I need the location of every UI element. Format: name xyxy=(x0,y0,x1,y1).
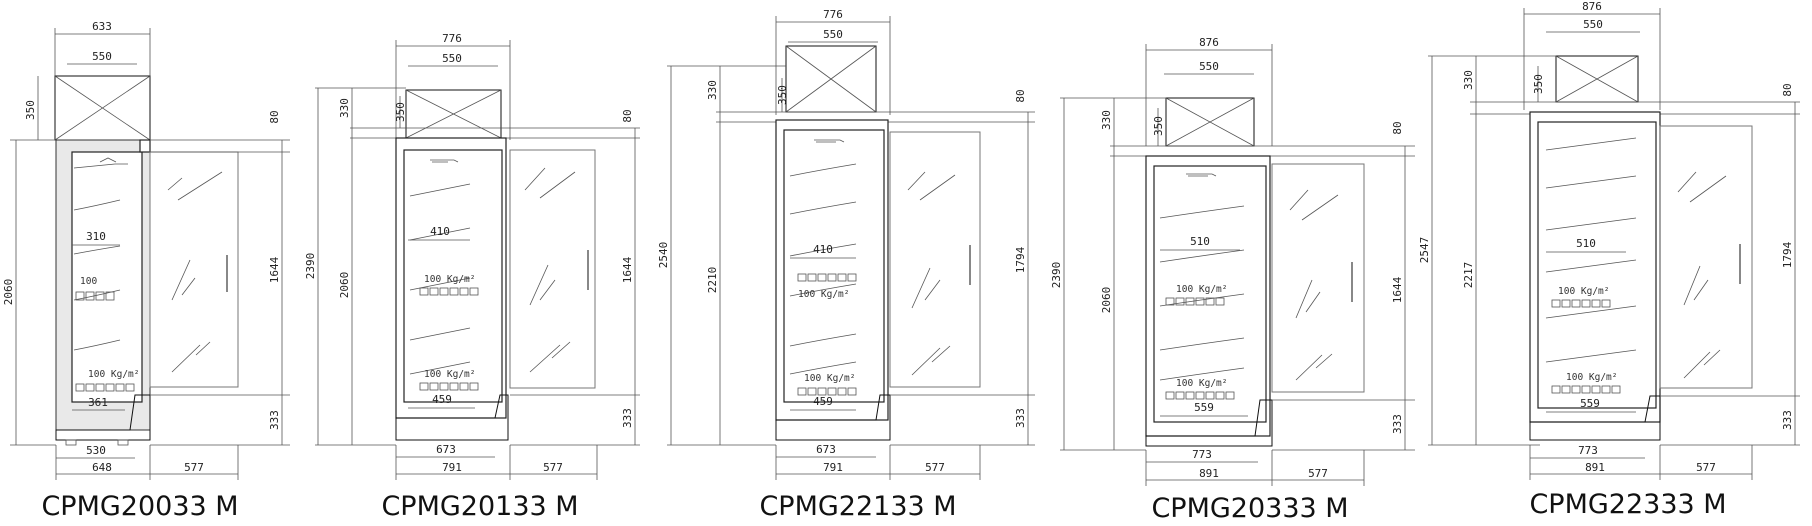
base-inner-dim: 773 xyxy=(1578,444,1598,457)
right-dim-1: 80 xyxy=(268,110,281,123)
shelf-depth-dim: 510 xyxy=(1190,235,1210,248)
left-dim-2: 2540 xyxy=(657,242,670,269)
glass-door xyxy=(509,149,596,389)
bottom-depth-dim: 791 xyxy=(442,461,462,474)
base-inner-dim: 673 xyxy=(436,443,456,456)
right-dim-2: 1644 xyxy=(268,256,281,283)
door-width-dim: 577 xyxy=(1308,467,1328,480)
unit-cpmg20133: 776 550 2390 330 2060 350 100 Kg/m² 100 … xyxy=(304,32,640,522)
top-inner-dim: 550 xyxy=(1199,60,1219,73)
base-inner-dim: 673 xyxy=(816,443,836,456)
door-width-dim: 577 xyxy=(543,461,563,474)
top-outer-dim: 776 xyxy=(442,32,462,45)
left-dim-2: 2390 xyxy=(1050,262,1063,289)
unit-cpmg20333: 876 550 2390 330 2060 350 100 Kg/m² 100 … xyxy=(1050,36,1415,524)
bottom-depth-dim: 791 xyxy=(823,461,843,474)
left-dim-1: 330 xyxy=(338,98,351,118)
left-dim-1: 350 xyxy=(24,100,37,120)
model-name: CPMG20033 M xyxy=(41,491,238,522)
shelf-depth-dim: 410 xyxy=(430,225,450,238)
load-label-1: 100 Kg/m² xyxy=(798,289,849,300)
load-label-1: 100 Kg/m² xyxy=(424,274,475,285)
top-inner-dim: 550 xyxy=(92,50,112,63)
load-label-1: 100 Kg/m² xyxy=(1558,286,1609,297)
base-inner-dim: 530 xyxy=(86,444,106,457)
top-outer-dim: 633 xyxy=(92,20,112,33)
left-dim-3: 350 xyxy=(1152,116,1165,136)
unit-cpmg22333: 876 550 2547 330 2217 350 100 Kg/m² 100 … xyxy=(1418,0,1800,520)
right-dim-1: 80 xyxy=(1781,83,1794,96)
right-dim-1: 80 xyxy=(1014,89,1027,102)
model-name: CPMG20133 M xyxy=(381,491,578,522)
model-name: CPMG22333 M xyxy=(1529,489,1726,520)
cabinet-interior xyxy=(783,129,885,403)
right-dim-2: 1794 xyxy=(1014,246,1027,273)
left-dim-3: 350 xyxy=(394,102,407,122)
base-depth-dim: 459 xyxy=(432,393,452,406)
left-dim-2: 2060 xyxy=(2,279,15,306)
load-label-1: 100 xyxy=(80,276,97,287)
shelf-depth-dim: 510 xyxy=(1576,237,1596,250)
left-dim-3: 350 xyxy=(1532,74,1545,94)
right-dim-1: 80 xyxy=(621,109,634,122)
left-dim-1: 330 xyxy=(706,80,719,100)
load-label-2: 100 Kg/m² xyxy=(1566,372,1617,383)
cabinet-interior xyxy=(403,149,503,403)
bottom-depth-dim: 891 xyxy=(1585,461,1605,474)
left-dim-3: 350 xyxy=(776,85,789,105)
glass-door xyxy=(149,151,239,388)
right-dim-2: 1794 xyxy=(1781,241,1794,268)
right-dim-2: 1644 xyxy=(621,256,634,283)
cabinet-interior xyxy=(71,151,143,403)
shelf-depth-dim: 310 xyxy=(86,230,106,243)
load-label-2: 100 Kg/m² xyxy=(1176,378,1227,389)
right-dim-3: 333 xyxy=(621,408,634,428)
left-dim-2: 2547 xyxy=(1418,237,1431,264)
bottom-depth-dim: 648 xyxy=(92,461,112,474)
top-outer-dim: 876 xyxy=(1582,0,1602,13)
glass-door xyxy=(1271,163,1365,393)
left-dim-4: 2060 xyxy=(338,272,351,299)
glass-door xyxy=(1659,125,1753,389)
base-inner-dim: 773 xyxy=(1192,448,1212,461)
base-depth-dim: 361 xyxy=(88,396,108,409)
model-name: CPMG20333 M xyxy=(1151,493,1348,524)
top-inner-dim: 550 xyxy=(1583,18,1603,31)
left-dim-1: 330 xyxy=(1100,110,1113,130)
unit-cpmg20033: 633 550 350 2060 100 100 Kg/m² 310 361 xyxy=(2,20,290,522)
top-inner-dim: 550 xyxy=(823,28,843,41)
right-dim-3: 333 xyxy=(1391,414,1404,434)
top-outer-dim: 776 xyxy=(823,8,843,21)
left-dim-1: 330 xyxy=(1462,70,1475,90)
base-depth-dim: 559 xyxy=(1194,401,1214,414)
top-inner-dim: 550 xyxy=(442,52,462,65)
right-dim-3: 333 xyxy=(268,410,281,430)
cabinet-interior xyxy=(1153,165,1267,423)
door-width-dim: 577 xyxy=(1696,461,1716,474)
door-width-dim: 577 xyxy=(184,461,204,474)
base-depth-dim: 559 xyxy=(1580,397,1600,410)
load-label-2: 100 Kg/m² xyxy=(88,369,139,380)
load-label-2: 100 Kg/m² xyxy=(804,373,855,384)
right-dim-3: 333 xyxy=(1014,408,1027,428)
load-label-2: 100 Kg/m² xyxy=(424,369,475,380)
model-name: CPMG22133 M xyxy=(759,491,956,522)
left-dim-4: 2210 xyxy=(706,267,719,294)
bottom-depth-dim: 891 xyxy=(1199,467,1219,480)
left-dim-4: 2217 xyxy=(1462,262,1475,289)
right-dim-2: 1644 xyxy=(1391,276,1404,303)
shelf-depth-dim: 410 xyxy=(813,243,833,256)
base-depth-dim: 459 xyxy=(813,395,833,408)
right-dim-1: 80 xyxy=(1391,121,1404,134)
left-dim-4: 2060 xyxy=(1100,287,1113,314)
right-dim-3: 333 xyxy=(1781,410,1794,430)
top-outer-dim: 876 xyxy=(1199,36,1219,49)
door-width-dim: 577 xyxy=(925,461,945,474)
unit-cpmg22133: 776 550 2540 330 2210 350 100 Kg/m² 100 … xyxy=(657,8,1035,522)
left-dim-2: 2390 xyxy=(304,253,317,280)
load-label-1: 100 Kg/m² xyxy=(1176,284,1227,295)
glass-door xyxy=(889,131,981,388)
